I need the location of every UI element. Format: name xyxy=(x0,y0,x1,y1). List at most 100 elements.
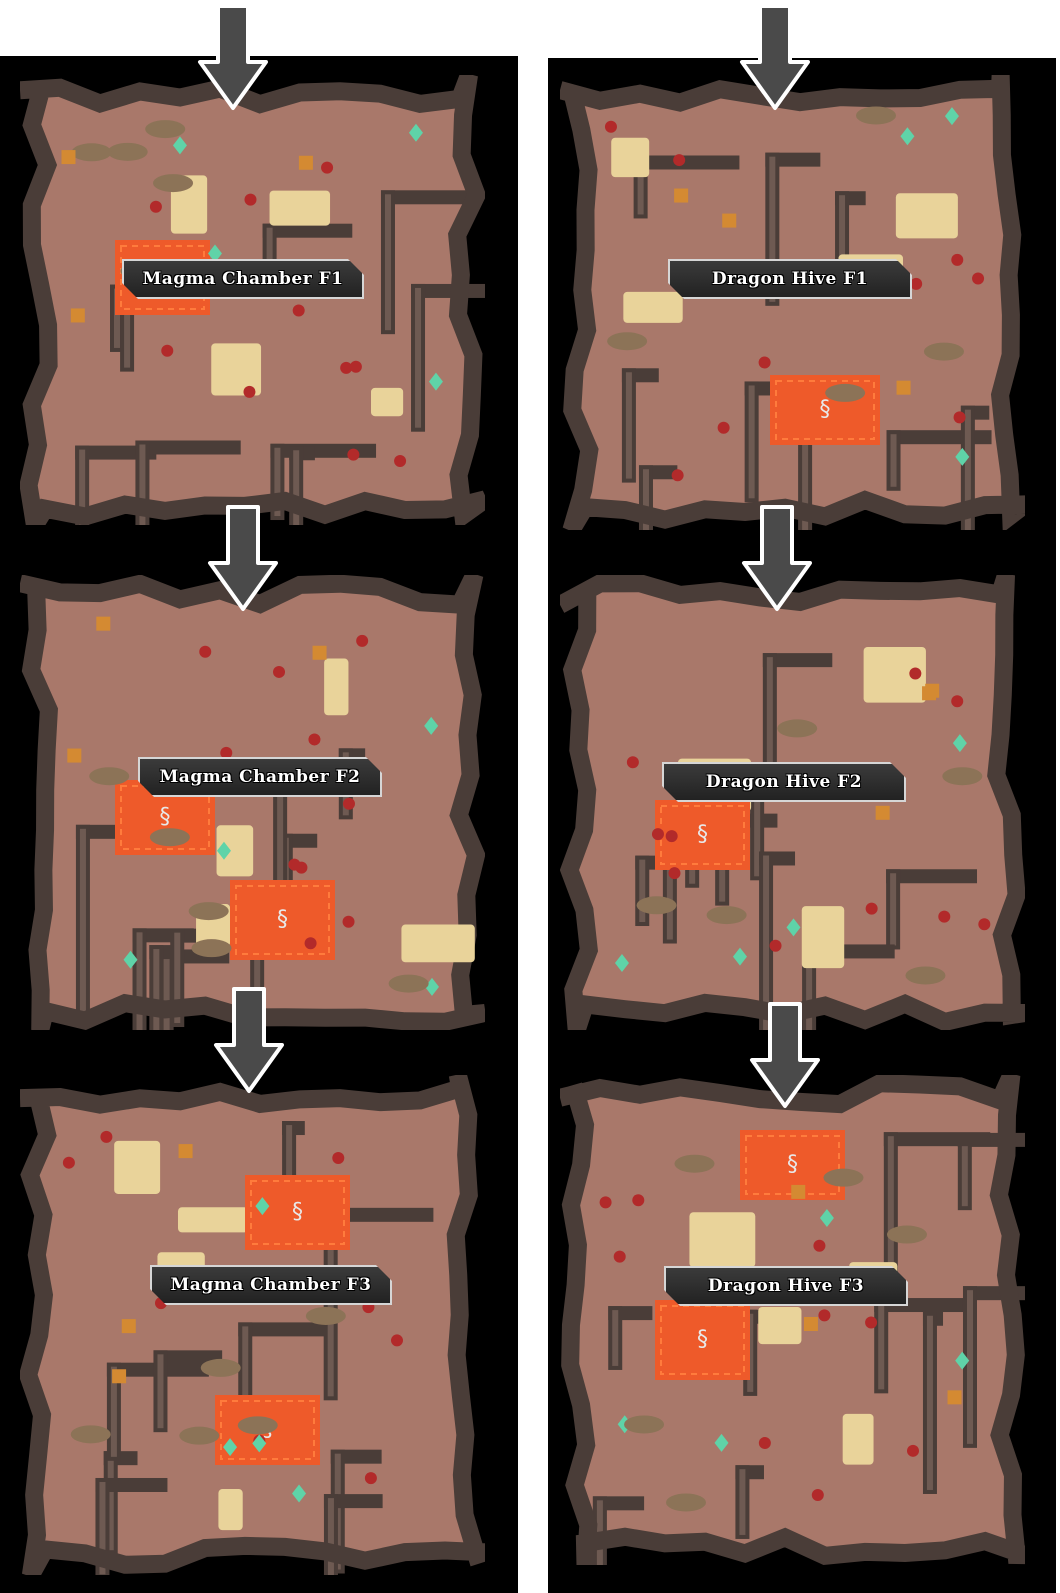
crystal-icon[interactable] xyxy=(424,977,439,996)
crystal-icon[interactable] xyxy=(172,136,187,155)
boulder-icon[interactable] xyxy=(308,733,321,746)
ladder-icon[interactable] xyxy=(803,1316,818,1331)
crystal-icon[interactable] xyxy=(424,716,439,735)
boulder-icon[interactable] xyxy=(632,1194,645,1207)
crystal-icon[interactable] xyxy=(944,107,959,126)
boulder-icon[interactable] xyxy=(304,937,317,950)
down-arrow-icon xyxy=(750,1002,820,1108)
ladder-icon[interactable] xyxy=(791,1184,806,1199)
boulder-icon[interactable] xyxy=(340,361,353,374)
crystal-icon[interactable] xyxy=(786,918,801,937)
boulder-icon[interactable] xyxy=(717,421,730,434)
boulder-icon[interactable] xyxy=(769,939,782,952)
boulder-icon[interactable] xyxy=(342,797,355,810)
down-arrow-icon xyxy=(198,4,268,110)
ladder-icon[interactable] xyxy=(112,1369,127,1384)
boulder-icon[interactable] xyxy=(356,634,369,647)
down-arrow-icon xyxy=(740,4,810,110)
boulder-icon[interactable] xyxy=(938,910,951,923)
boulder-icon[interactable] xyxy=(818,1309,831,1322)
boulder-icon[interactable] xyxy=(342,915,355,928)
crystal-icon[interactable] xyxy=(819,1209,834,1228)
boulder-icon[interactable] xyxy=(909,667,922,680)
crystal-icon[interactable] xyxy=(614,954,629,973)
down-arrow-icon xyxy=(208,505,278,611)
boulder-icon[interactable] xyxy=(665,830,678,843)
boulder-icon[interactable] xyxy=(394,455,407,468)
ladder-icon[interactable] xyxy=(298,155,313,170)
boulder-icon[interactable] xyxy=(953,411,966,424)
boulder-icon[interactable] xyxy=(758,356,771,369)
ladder-icon[interactable] xyxy=(896,380,911,395)
crystal-icon[interactable] xyxy=(714,1433,729,1452)
boulder-icon[interactable] xyxy=(347,448,360,461)
crystal-icon[interactable] xyxy=(428,372,443,391)
boulder-icon[interactable] xyxy=(951,253,964,266)
boulder-icon[interactable] xyxy=(813,1239,826,1252)
boulder-icon[interactable] xyxy=(972,272,985,285)
boulder-icon[interactable] xyxy=(321,161,334,174)
crystal-icon[interactable] xyxy=(223,1438,238,1457)
magma-chamber-floor-1-map: § xyxy=(20,75,485,525)
crystal-icon[interactable] xyxy=(207,244,222,263)
boulder-icon[interactable] xyxy=(220,746,233,759)
boulder-icon[interactable] xyxy=(604,120,617,133)
crystal-icon[interactable] xyxy=(216,841,231,860)
crystal-icon[interactable] xyxy=(952,734,967,753)
boulder-icon[interactable] xyxy=(292,304,305,317)
boulder-icon[interactable] xyxy=(349,360,362,373)
ladder-icon[interactable] xyxy=(674,188,689,203)
boulder-icon[interactable] xyxy=(865,1316,878,1329)
boulder-icon[interactable] xyxy=(910,277,923,290)
boulder-icon[interactable] xyxy=(199,645,212,658)
boulder-icon[interactable] xyxy=(668,867,681,880)
crystal-icon[interactable] xyxy=(292,1484,307,1503)
crystal-icon[interactable] xyxy=(732,947,747,966)
boulder-icon[interactable] xyxy=(332,1151,345,1164)
boulder-icon[interactable] xyxy=(651,828,664,841)
boulder-icon[interactable] xyxy=(149,200,162,213)
ladder-icon[interactable] xyxy=(61,150,76,165)
boulder-icon[interactable] xyxy=(865,902,878,915)
crystal-icon[interactable] xyxy=(408,123,423,142)
crystal-icon[interactable] xyxy=(955,447,970,466)
ladder-icon[interactable] xyxy=(312,645,327,660)
ladder-icon[interactable] xyxy=(96,616,111,631)
ladder-icon[interactable] xyxy=(875,805,890,820)
ladder-icon[interactable] xyxy=(947,1390,962,1405)
crystal-icon[interactable] xyxy=(955,1351,970,1370)
boulder-icon[interactable] xyxy=(978,918,991,931)
ladder-icon[interactable] xyxy=(722,213,737,228)
boulder-icon[interactable] xyxy=(599,1196,612,1209)
lava-pool: § xyxy=(770,375,880,445)
boulder-icon[interactable] xyxy=(288,858,301,871)
dragon-hive-floor-1-label: Dragon Hive F1 xyxy=(668,259,912,299)
ladder-icon[interactable] xyxy=(121,1319,136,1334)
ladder-icon[interactable] xyxy=(70,308,85,323)
boulder-icon[interactable] xyxy=(161,344,174,357)
boulder-icon[interactable] xyxy=(671,469,684,482)
boulder-icon[interactable] xyxy=(100,1130,113,1143)
boulder-icon[interactable] xyxy=(62,1156,75,1169)
crystal-icon[interactable] xyxy=(123,950,138,969)
boulder-icon[interactable] xyxy=(613,1250,626,1263)
boulder-icon[interactable] xyxy=(273,665,286,678)
boulder-icon[interactable] xyxy=(626,756,639,769)
crystal-icon[interactable] xyxy=(252,1434,267,1453)
boulder-icon[interactable] xyxy=(811,1488,824,1501)
ladder-icon[interactable] xyxy=(178,1144,193,1159)
boulder-icon[interactable] xyxy=(951,695,964,708)
boulder-icon[interactable] xyxy=(758,1437,771,1450)
boulder-icon[interactable] xyxy=(390,1334,403,1347)
crystal-icon[interactable] xyxy=(255,1197,270,1216)
boulder-icon[interactable] xyxy=(244,193,257,206)
crystal-icon[interactable] xyxy=(900,127,915,146)
steam-vent-icon: § xyxy=(697,1327,708,1352)
dragon-hive-floor-2-label: Dragon Hive F2 xyxy=(662,762,906,802)
ladder-icon[interactable] xyxy=(922,686,937,701)
ladder-icon[interactable] xyxy=(67,748,82,763)
boulder-icon[interactable] xyxy=(364,1472,377,1485)
boulder-icon[interactable] xyxy=(243,385,256,398)
boulder-icon[interactable] xyxy=(673,154,686,167)
boulder-icon[interactable] xyxy=(907,1444,920,1457)
